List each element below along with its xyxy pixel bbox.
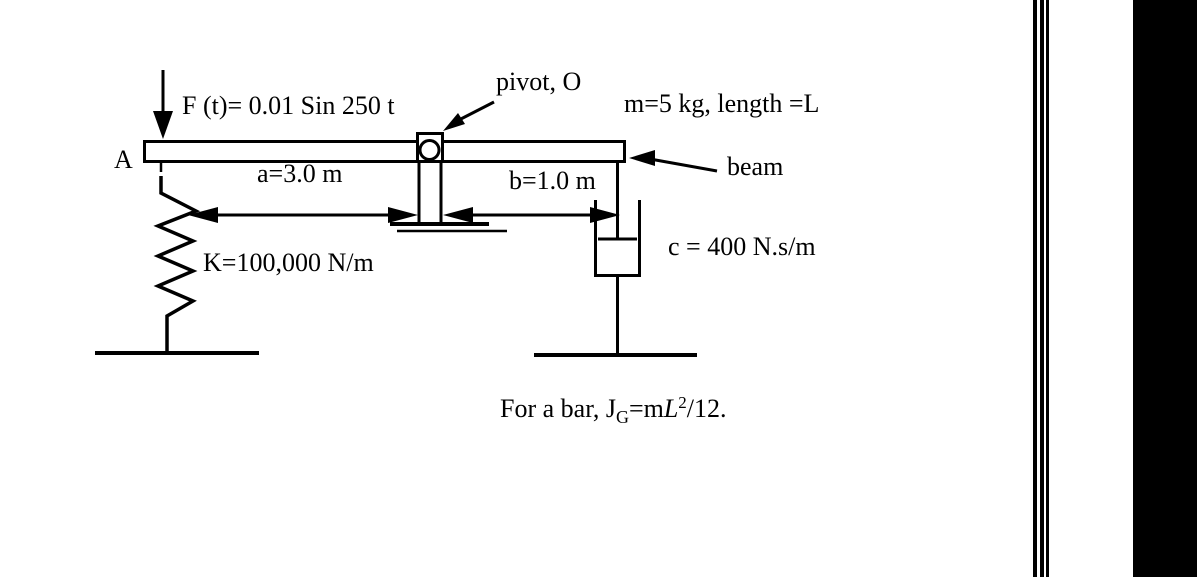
formula-subscript: G [615, 407, 629, 427]
beam-label: beam [727, 152, 784, 181]
scan-black-edge [1133, 0, 1197, 577]
formula-mid: =m [628, 394, 664, 423]
dim-b-label: b=1.0 m [509, 166, 596, 195]
dim-b-right-arrowhead-icon [590, 207, 620, 223]
mass-length-label: m=5 kg, length =L [624, 89, 820, 118]
spring-coil [153, 176, 201, 351]
inertia-formula: For a bar, JG=mL2/12. [500, 393, 727, 428]
pivot-pin [418, 139, 441, 161]
beam-callout-line [649, 157, 718, 173]
formula-variable: L [663, 394, 679, 423]
pivot-callout-arrowhead-icon [443, 113, 465, 131]
beam-callout-arrowhead-icon [629, 150, 655, 166]
page-border-rule-3 [1046, 0, 1049, 577]
dim-a-left-arrowhead-icon [188, 207, 218, 223]
dim-a-right-arrowhead-icon [388, 207, 418, 223]
spring-constant-label: K=100,000 N/m [203, 248, 374, 277]
page-border-rule-2 [1040, 0, 1044, 577]
dim-b-left-arrowhead-icon [443, 207, 473, 223]
formula-suffix: /12. [686, 394, 727, 423]
formula-prefix: For a bar, J [500, 394, 616, 423]
dim-a-label: a=3.0 m [257, 159, 343, 188]
formula-superscript: 2 [678, 393, 687, 412]
force-arrowhead-icon [153, 111, 173, 139]
page-border-rule-1 [1033, 0, 1037, 577]
pivot-label: pivot, O [496, 67, 582, 96]
damping-coefficient-label: c = 400 N.s/m [668, 232, 816, 261]
point-a-label: A [114, 145, 133, 174]
beam-outline [143, 140, 626, 163]
force-label: F (t)= 0.01 Sin 250 t [182, 91, 395, 120]
